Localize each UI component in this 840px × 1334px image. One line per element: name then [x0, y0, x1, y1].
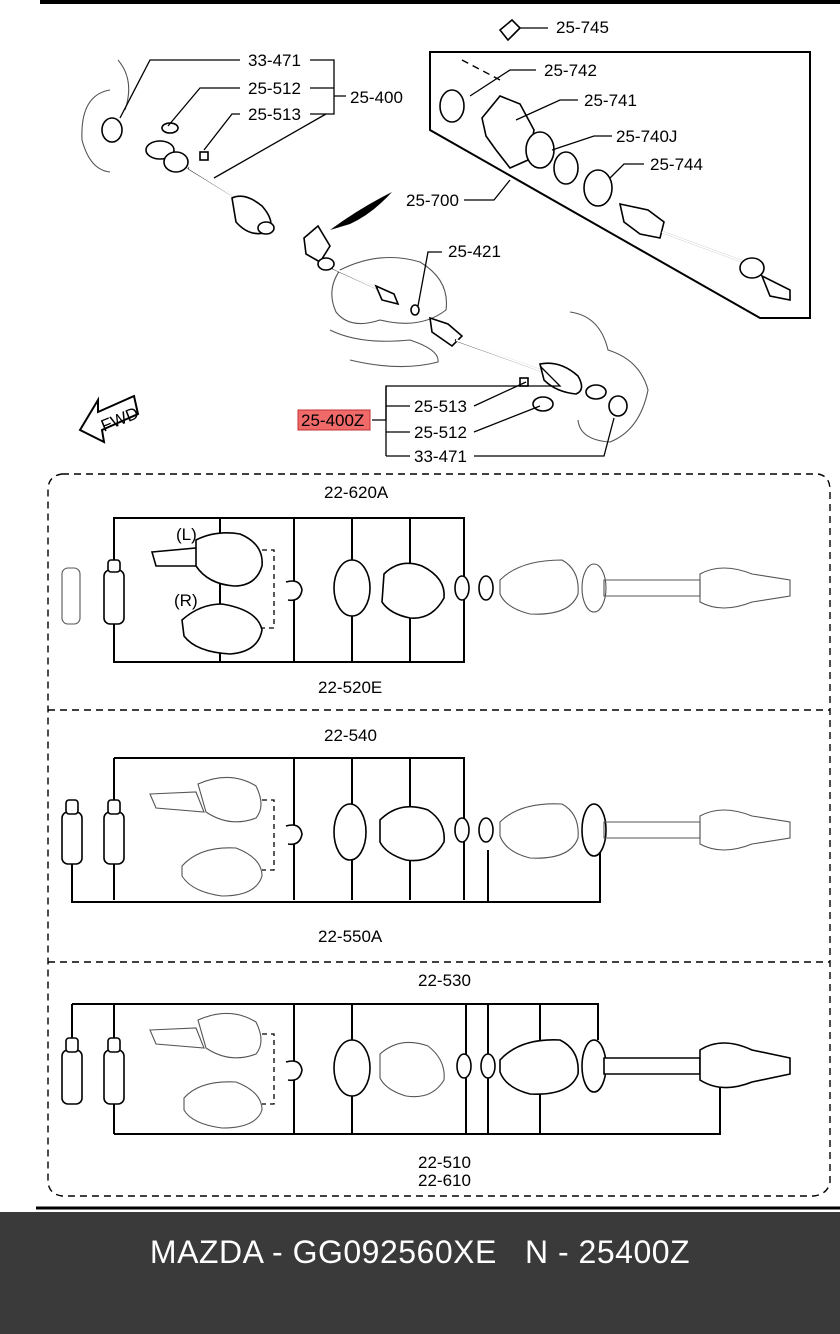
- label-25-400: 25-400: [350, 88, 403, 107]
- label-22-510: 22-510: [418, 1153, 471, 1172]
- label-22-540: 22-540: [324, 726, 377, 745]
- label-25-513-top: 25-513: [248, 105, 301, 124]
- label-25-512-top: 25-512: [248, 79, 301, 98]
- label-33-471-top: 33-471: [248, 51, 301, 70]
- label-25-700: 25-700: [406, 191, 459, 210]
- intermediate-shaft-box: [429, 18, 811, 319]
- label-highlighted-part[interactable]: 25-400Z: [301, 411, 364, 430]
- tag-right: (R): [174, 591, 198, 610]
- kit-panel-3: 22-530 22-510 22-610: [61, 971, 791, 1190]
- label-25-421: 25-421: [448, 242, 501, 261]
- highlight-box: [297, 409, 371, 431]
- kit-panels-frame: [47, 473, 831, 1197]
- fwd-arrow: FWD: [78, 394, 141, 444]
- label-25-513-bottom: 25-513: [414, 397, 467, 416]
- label-25-744: 25-744: [650, 155, 703, 174]
- kit-panel-1: 22-620A 22-520E (L) (R): [61, 483, 791, 697]
- exploded-parts-diagram: 33-471 25-512 25-513 25-400 25-745 25-74…: [36, 0, 840, 1210]
- label-25-745: 25-745: [556, 18, 609, 37]
- label-22-620a: 22-620A: [324, 483, 389, 502]
- label-33-471-bottom: 33-471: [414, 447, 467, 466]
- label-25-512-bottom: 25-512: [414, 423, 467, 442]
- footer-bar: MAZDA - GG092560XE N - 25400Z: [0, 1212, 840, 1334]
- part-number-caption: MAZDA - GG092560XE N - 25400Z: [149, 1234, 691, 1270]
- label-22-520e: 22-520E: [318, 678, 382, 697]
- label-22-610: 22-610: [418, 1171, 471, 1190]
- top-assembly: [81, 59, 649, 443]
- label-22-530: 22-530: [418, 971, 471, 990]
- tag-left: (L): [176, 525, 197, 544]
- kit-panel-2: 22-540 22-550A: [61, 726, 791, 946]
- label-25-742: 25-742: [544, 61, 597, 80]
- label-22-550a: 22-550A: [318, 927, 383, 946]
- label-25-740j: 25-740J: [616, 127, 677, 146]
- label-25-741: 25-741: [584, 91, 637, 110]
- top-leaders: [119, 27, 644, 457]
